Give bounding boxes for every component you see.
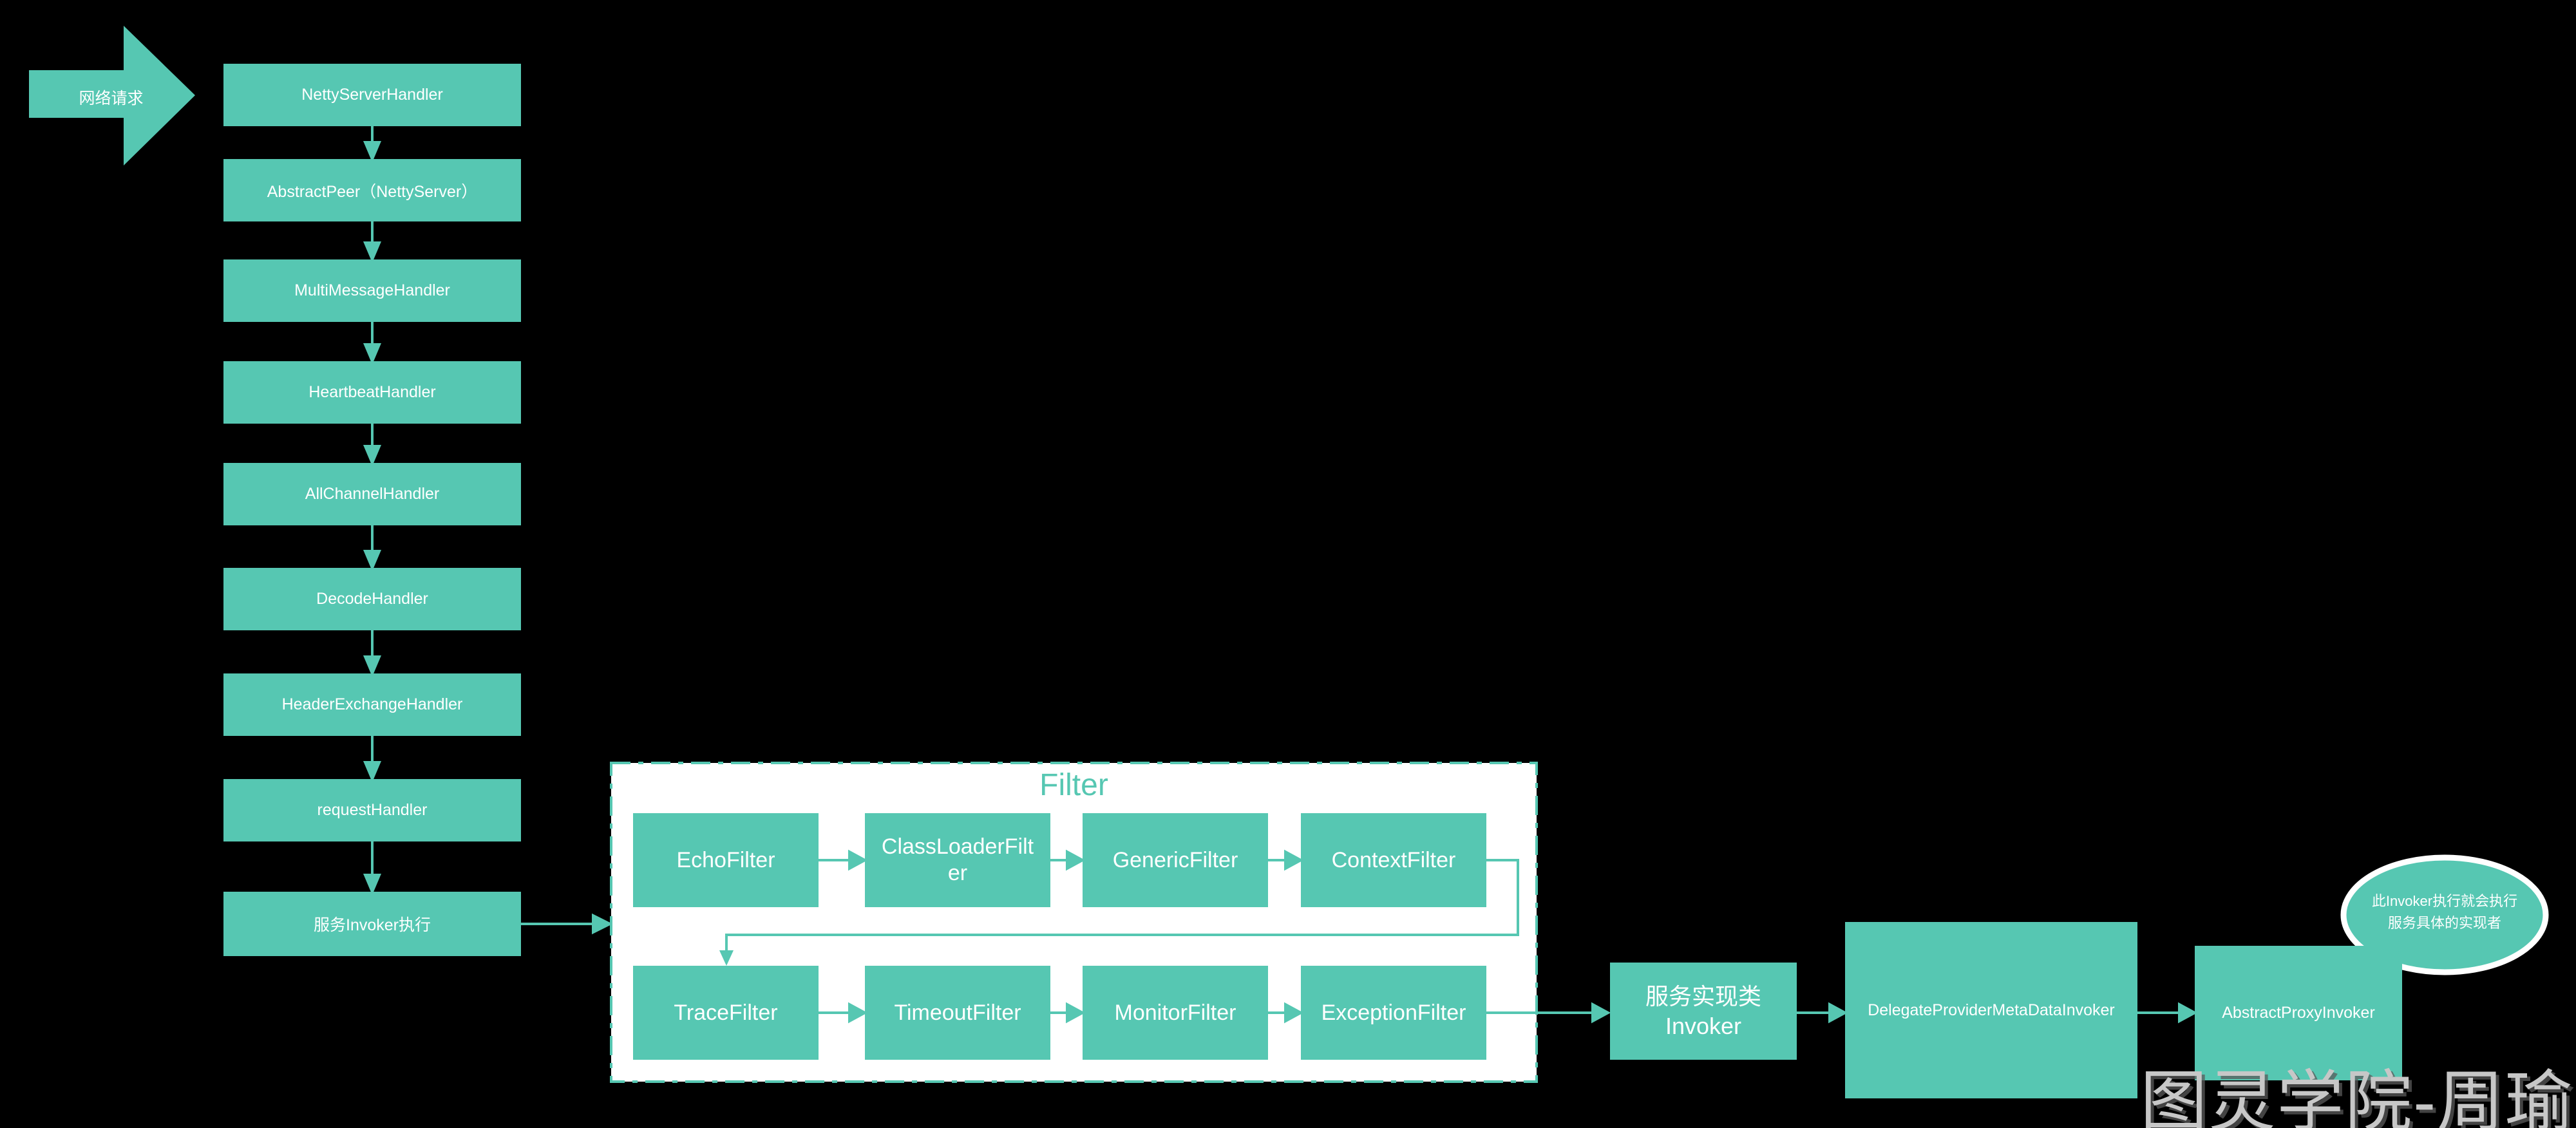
filter-box-genericfilter: GenericFilter — [1083, 813, 1268, 907]
handler-chain-arrows — [363, 126, 382, 896]
handler-box-nettyserverhandler: NettyServerHandler — [223, 64, 521, 126]
entry-arrow-icon — [29, 26, 195, 165]
service-impl-invoker-box: 服务实现类 Invoker — [1610, 963, 1797, 1060]
handler-box-requesthandler: requestHandler — [223, 779, 521, 841]
filter-box-classloaderfilter: ClassLoaderFilt er — [865, 813, 1050, 907]
handler-box-abstractpeer: AbstractPeer（NettyServer） — [223, 159, 521, 221]
handler-box-multimessagehandler: MultiMessageHandler — [223, 259, 521, 322]
delegate-to-proxy-arrow — [2137, 1002, 2198, 1024]
filter-to-service-arrow — [1486, 1002, 1611, 1024]
handler-box-decodehandler: DecodeHandler — [223, 568, 521, 630]
callout-text: 此Invoker执行就会执行 服务具体的实现者 — [2371, 893, 2518, 931]
abstract-proxy-invoker-box: AbstractProxyInvoker — [2195, 946, 2402, 1080]
handler-box-allchannelhandler: AllChannelHandler — [223, 463, 521, 525]
filter-box-exceptionfilter: ExceptionFilter — [1301, 966, 1486, 1060]
watermark: 图灵学院-周瑜 — [2140, 1065, 2573, 1128]
delegate-provider-metadata-invoker-box: DelegateProviderMetaDataInvoker — [1845, 922, 2137, 1098]
filter-box-monitorfilter: MonitorFilter — [1083, 966, 1268, 1060]
filter-row1-arrows — [819, 849, 1304, 871]
service-to-delegate-arrow — [1797, 1002, 1848, 1024]
handler-box-headerexchangehandler: HeaderExchangeHandler — [223, 673, 521, 736]
filter-container-title: Filter — [1039, 768, 1108, 802]
handler-box-service-invoker-exec: 服务Invoker执行 — [223, 892, 521, 956]
invoke-to-filter-arrow — [521, 913, 613, 935]
filter-box-echofilter: EchoFilter — [633, 813, 819, 907]
entry-arrow-label: 网络请求 — [79, 89, 144, 108]
filter-row2-arrows — [819, 1002, 1304, 1024]
handler-box-heartbeathandler: HeartbeatHandler — [223, 361, 521, 424]
filter-box-timeoutfilter: TimeoutFilter — [865, 966, 1050, 1060]
filter-box-tracefilter: TraceFilter — [633, 966, 819, 1060]
context-to-trace-connector — [719, 859, 1519, 966]
filter-box-contextfilter: ContextFilter — [1301, 813, 1486, 907]
